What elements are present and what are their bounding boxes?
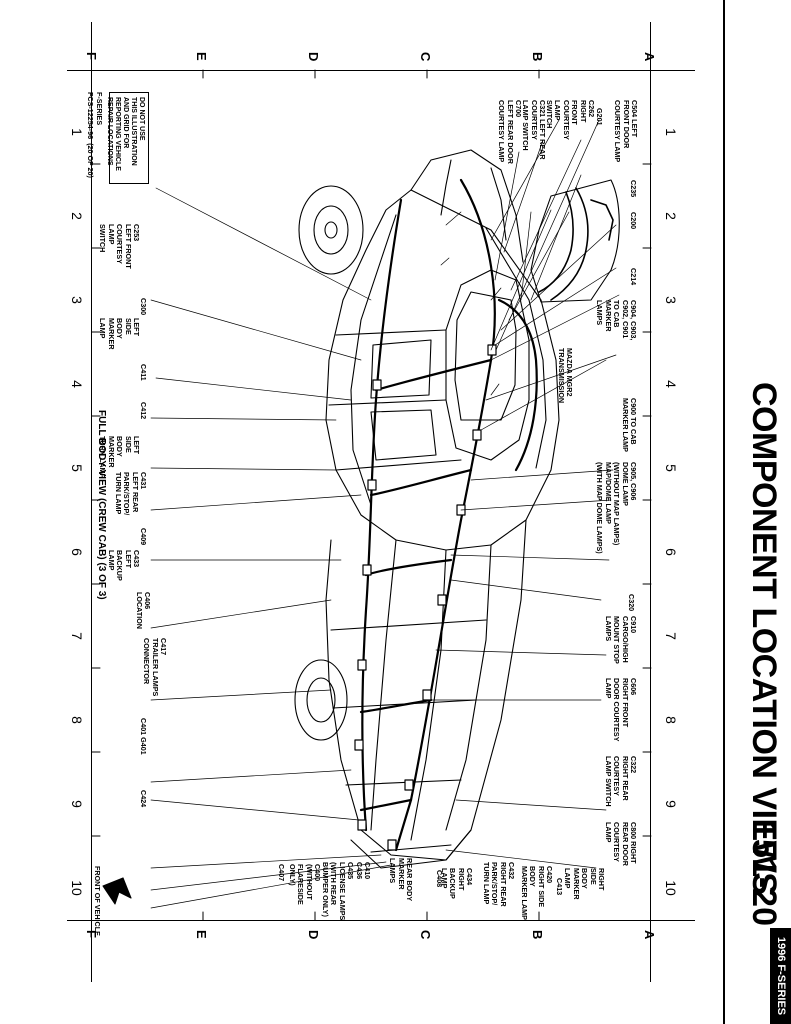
label-c413: C413 <box>555 878 564 896</box>
label-c411: C411 <box>139 364 148 381</box>
label-rear-body-marker: REAR BODY MARKER LAMPS <box>388 858 414 902</box>
label-c424: C424 <box>139 790 148 808</box>
front-of-vehicle-label: FRONT OF VEHICLE <box>93 866 102 936</box>
grid-ticks <box>91 69 652 921</box>
view-title: FULL BODY VIEW (CREW CAB) (3 OF 3) <box>96 410 107 600</box>
label-mazda: MAZDA MGR2 TRANSMISSION <box>556 348 574 404</box>
label-c410: C410 C436 C435 LICENSE LAMPS (WITH REAR … <box>320 862 372 921</box>
label-c412: C412 <box>139 402 148 420</box>
notice-box: DO NOT USE THIS ILLUSTRATION AND GRID FO… <box>106 92 149 184</box>
label-c432: C432 RIGHT REAR PARK/STOP/ TURN LAMP <box>481 862 516 907</box>
label-c900: C900 TO CAB MARKER LAMP <box>620 398 638 452</box>
footer-series: F-SERIES <box>95 92 104 126</box>
label-c905: C905, C906 DOME LAMP (WITHOUT MAP LAMPS)… <box>595 462 638 554</box>
label-c700: C700 LEFT REAR DOOR COURTESY LAMP <box>497 100 523 164</box>
label-c420: C420 RIGHT SIDE BODY MARKER LAMP <box>519 866 554 920</box>
footer-code: FCS-12254-96 (20 OF 20) <box>86 92 95 178</box>
label-c800: C800 RIGHT REAR DOOR COURTESY LAMP <box>603 822 638 866</box>
label-c409: C409 <box>139 528 148 546</box>
label-c262: C262 RIGHT FRONT COURTESY LAMP SWITCH <box>544 100 596 140</box>
label-c434: C434 RIGHT BACKUP LAMP <box>439 868 474 899</box>
label-c320: C320 <box>627 594 636 612</box>
label-c200: C200 <box>629 212 638 230</box>
label-c407: C407 <box>277 864 286 882</box>
label-c910: C910 CARGO/HIGH MOUNT STOP LAMPS <box>603 616 638 664</box>
label-c322: C322 RIGHT REAR COURTESY LAMP SWITCH <box>603 756 638 807</box>
label-c214: C214 <box>629 268 638 286</box>
label-c417: C417 TRAILER LAMPS CONNECTOR <box>142 638 168 697</box>
label-c300: C300 <box>139 298 148 316</box>
label-c431: C431 LEFT REAR PARK/STOP/ TURN LAMP <box>113 472 148 516</box>
label-c504: C504 LEFT FRONT DOOR COURTESY LAMP <box>613 100 639 163</box>
label-c433: C433 LEFT BACKUP LAMP <box>106 550 141 581</box>
label-c406: C406 LOCATION <box>134 592 152 629</box>
label-c904: C904, C903, C902, C901 TO CAB MARKER LAM… <box>595 300 638 341</box>
label-left-side-body-marker: LEFT SIDE BODY MARKER LAMP <box>98 318 141 350</box>
label-right-side-body-marker: RIGHT SIDE BODY MARKER LAMP <box>563 868 606 900</box>
label-c235: C235 <box>629 180 638 198</box>
label-c401: C401 G401 <box>139 718 148 755</box>
label-c606: C606 RIGHT FRONT DOOR COURTESY LAMP <box>603 678 638 742</box>
label-c253: C253 LEFT FRONT COURTESY LAMP SWITCH <box>98 224 141 269</box>
label-c321: C321 LEFT REAR COURTESY LAMP SWITCH <box>521 100 547 160</box>
label-c400: C400 (WITHOUT FLARESIDE ONLY) <box>287 864 322 905</box>
label-c408: C408 <box>435 870 444 888</box>
